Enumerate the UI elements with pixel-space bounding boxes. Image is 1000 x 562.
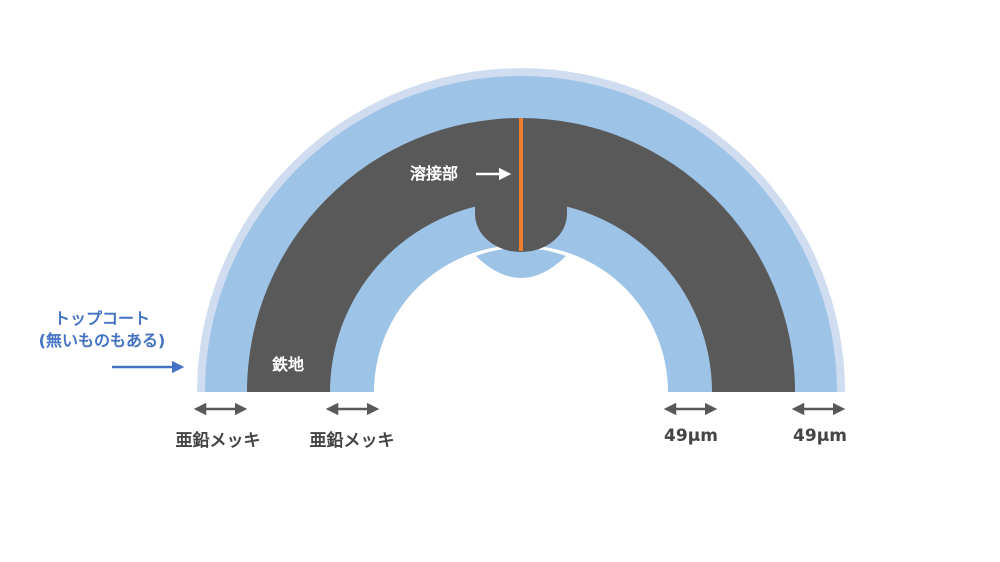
base-metal-label: 鉄地 <box>272 355 304 374</box>
topcoat-label-line1: トップコート <box>54 309 150 328</box>
weld-label: 溶接部 <box>410 164 458 183</box>
thickness-right-label: 49μm <box>793 426 847 446</box>
weld-bead-bulge <box>476 248 566 278</box>
thickness-left-label: 49μm <box>664 426 718 446</box>
topcoat-label-line2: (無いものもある) <box>39 331 166 350</box>
zinc-right-label: 亜鉛メッキ <box>310 430 395 451</box>
pipe-hollow <box>374 245 668 392</box>
zinc-left-label: 亜鉛メッキ <box>176 430 261 451</box>
